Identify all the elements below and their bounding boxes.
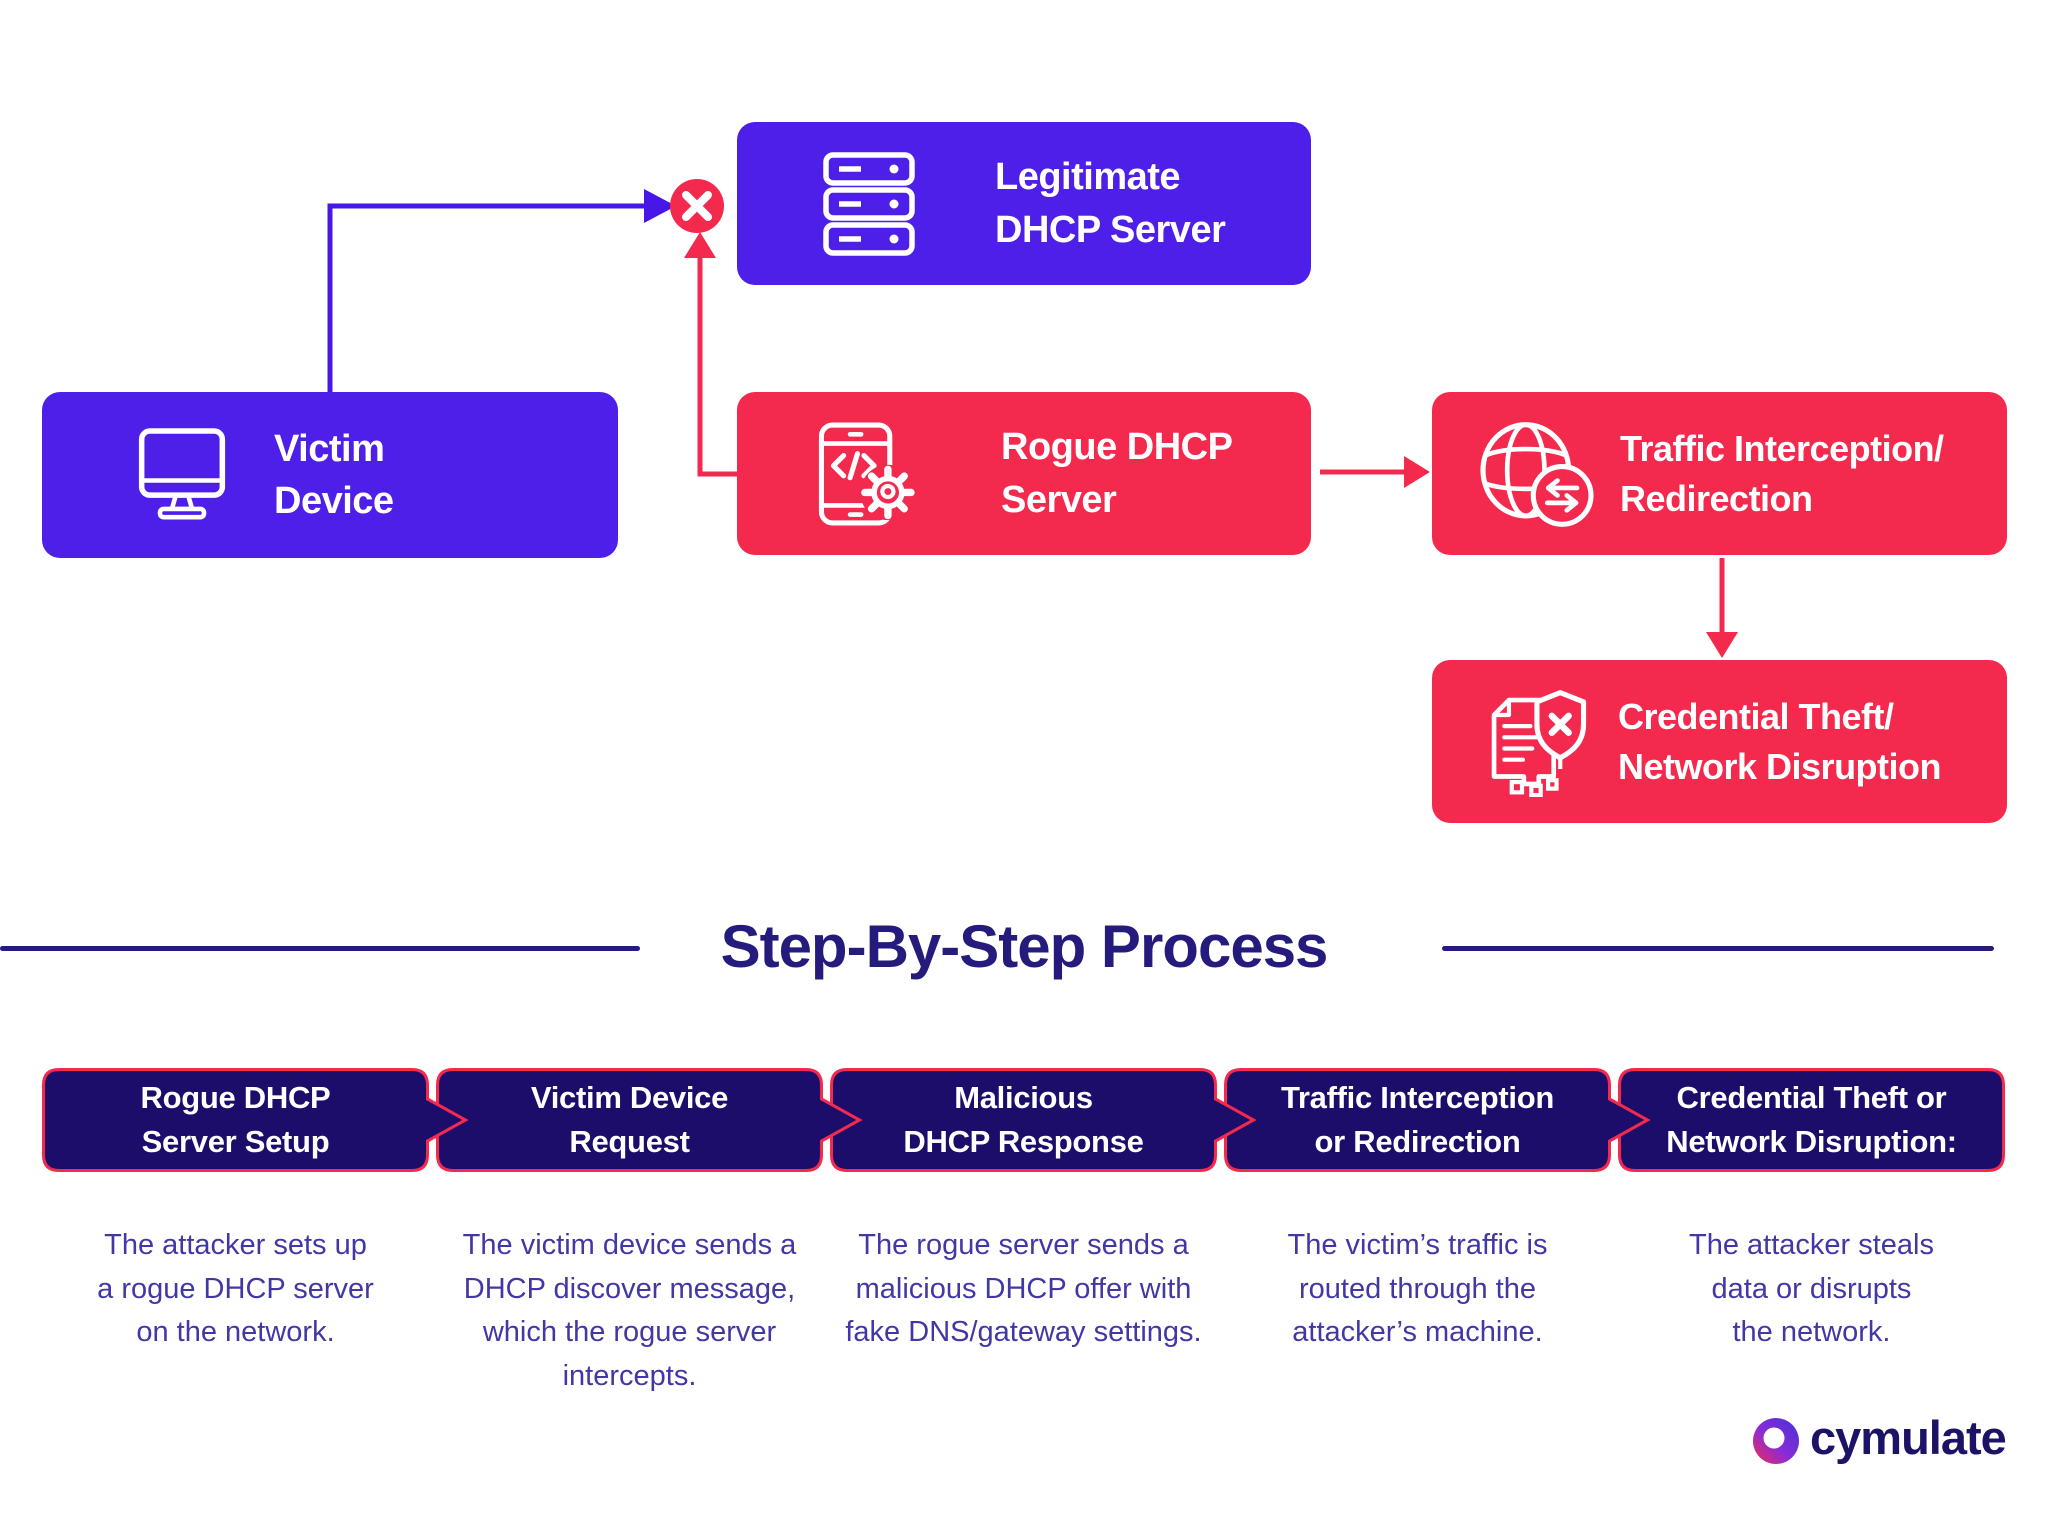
cymulate-logo: cymulate [1752,1411,2007,1467]
node-label: Legitimate DHCP Server [995,156,1226,251]
document-shield-x-icon [1480,687,1592,797]
monitor-icon [138,425,226,525]
node-label: Rogue DHCP Server [1001,426,1233,521]
divider-line-right [1442,946,1994,951]
node-label: Victim Device [274,427,394,522]
node-label: Traffic Interception/ Redirection [1620,427,1944,519]
rogue-to-legit-arrow [684,232,737,477]
step-description-2: The victim device sends a DHCP discover … [462,1229,797,1392]
node-rogue-dhcp-server: Rogue DHCP Server [737,392,1311,555]
server-stack-icon [823,151,915,256]
node-label: Credential Theft/ Network Disruption [1618,695,1942,787]
traffic-to-credential-arrow [1706,558,1738,658]
victim-to-legit-arrow [327,189,676,394]
node-traffic-interception: Traffic Interception/ Redirection [1432,392,2007,555]
step-description-5: The attacker steals data or disrupts the… [1689,1229,1934,1348]
section-title: Step-By-Step Process [720,913,1329,980]
globe-transfer-icon [1476,420,1598,528]
phone-code-gear-icon [803,422,923,526]
divider-line-left [0,946,640,951]
x-circle-icon [670,179,724,233]
cymulate-logo-mark-icon [1752,1417,1800,1465]
node-credential-theft: Credential Theft/ Network Disruption [1432,660,2007,823]
step-description-4: The victim’s traffic is routed through t… [1287,1229,1548,1348]
rogue-to-traffic-arrow [1320,456,1430,488]
step-description-1: The attacker sets up a rogue DHCP server… [97,1229,374,1348]
node-victim-device: Victim Device [42,392,618,558]
step-description-3: The rogue server sends a malicious DHCP … [845,1229,1202,1348]
node-legitimate-dhcp-server: Legitimate DHCP Server [737,122,1311,285]
cymulate-logo-text: cymulate [1810,1411,2007,1464]
